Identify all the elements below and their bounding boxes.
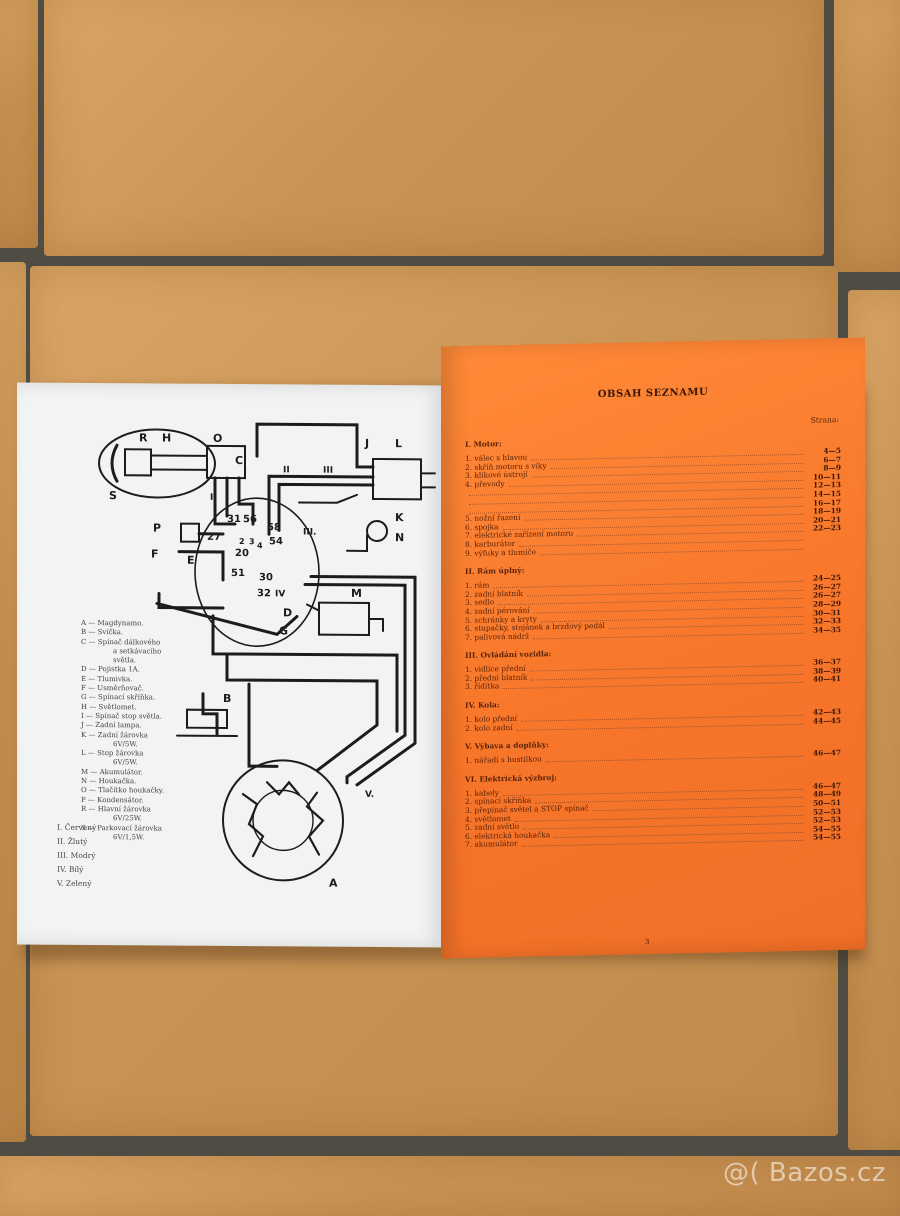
label-F: F	[151, 547, 159, 560]
diagram-legend: A — Magdynamo. B — Svíčka. C — Spínač dá…	[81, 619, 201, 843]
label-E: E	[187, 554, 195, 567]
page-title: OBSAH SEZNAMU	[597, 386, 709, 401]
watermark: @( Bazos.cz	[723, 1158, 886, 1188]
toc-row-pages: 34—35	[813, 624, 841, 635]
terminal-56: 56	[243, 514, 257, 525]
label-C: C	[235, 454, 243, 467]
label-I: I	[210, 493, 213, 503]
label-B: B	[223, 692, 231, 705]
label-J: J	[364, 437, 369, 450]
label-K: K	[395, 511, 404, 524]
label-II: II	[283, 465, 290, 475]
terminal-2: 2	[239, 537, 245, 546]
label-A: A	[329, 877, 338, 890]
legend-item: O — Tlačítko houkačky.	[81, 786, 164, 795]
toc-section-title: VI. Elektrická výzbroj:	[465, 772, 557, 784]
toc-section-title: V. Výbava a doplňky:	[465, 740, 549, 752]
toc-row-label: 9. výfuky a tlumiče	[465, 546, 536, 558]
label-H: H	[162, 432, 171, 445]
terminal-27: 27	[207, 532, 221, 543]
wire-color-item: III. Modrý	[57, 850, 96, 861]
wiring-diagram: R H O C S J L K N P F E M D G B A I III …	[98, 422, 436, 890]
terminal-54: 54	[269, 536, 283, 547]
toc-section-title: III. Ovládání vozidla:	[465, 649, 552, 661]
toc-row-label: 2. kolo zadní	[465, 722, 513, 733]
toc-row-label: 3. řídítka	[465, 681, 500, 692]
legend-item: R — Hlavní žárovka	[81, 804, 151, 814]
toc-row-pages: 54—55	[813, 832, 841, 843]
legend-item: B — Svíčka.	[81, 628, 124, 637]
label-L: L	[395, 437, 402, 450]
toc-row-pages	[807, 542, 841, 551]
terminal-4: 4	[257, 541, 263, 550]
legend-item: C — Spínač dálkového	[81, 637, 161, 647]
label-G: G	[279, 624, 288, 637]
legend-item: L — Stop žárovka	[81, 749, 144, 758]
page-number: 3	[645, 938, 650, 947]
toc-row-pages: 40—41	[813, 674, 841, 685]
terminal-51: 51	[231, 568, 245, 579]
legend-item: D — Pojistka 1A.	[81, 665, 140, 674]
toc-leader-dots	[545, 750, 803, 763]
label-P: P	[153, 521, 161, 534]
toc-row: 1. nářadí s hustilkou 46—47	[465, 748, 841, 766]
wire-color-item: V. Zelený	[57, 878, 92, 889]
toc-section-title: IV. Kola:	[465, 700, 500, 711]
wire-color-list: I. Červený II. Žlutý III. Modrý IV. Bílý…	[57, 821, 157, 892]
terminal-3: 3	[249, 537, 255, 546]
toc-section: V. Výbava a doplňky:1. nářadí s hustilko…	[465, 734, 841, 765]
label-IV: IV	[275, 589, 285, 599]
label-R: R	[139, 431, 148, 444]
wire-color-item: II. Žlutý	[57, 836, 88, 846]
label-III: III	[323, 466, 333, 476]
terminal-31: 31	[227, 514, 241, 525]
wire-color-item: I. Červený	[57, 822, 97, 833]
legend-item: J — Zadní lampa.	[81, 721, 142, 730]
toc-row-pages: 44—45	[813, 715, 841, 726]
wire-color-item: IV. Bílý	[57, 864, 84, 874]
contents-page: OBSAH SEZNAMU Strana: I. Motor:1. válec …	[441, 337, 865, 959]
terminal-58: 58	[267, 522, 281, 533]
wiring-diagram-page: R H O C S J L K N P F E M D G B A I III …	[17, 382, 445, 948]
terminal-32: 32	[257, 588, 271, 599]
label-N: N	[395, 531, 404, 544]
label-O: O	[213, 432, 222, 445]
label-V: V.	[365, 790, 374, 800]
label-S: S	[109, 489, 117, 502]
toc-row-label: 7. palivová nádrž	[465, 631, 530, 642]
toc-row-label: 1. nářadí s hustilkou	[465, 754, 542, 766]
toc-section-title: II. Rám úplný:	[465, 565, 525, 577]
legend-item: K — Zadní žárovka	[81, 730, 148, 739]
label-D: D	[283, 606, 292, 619]
label-M: M	[351, 587, 362, 600]
table-of-contents: OBSAH SEZNAMU Strana: I. Motor:1. válec …	[465, 384, 841, 859]
page-column-label: Strana:	[810, 415, 839, 425]
booklet: R H O C S J L K N P F E M D G B A I III …	[17, 337, 865, 960]
terminal-30: 30	[259, 572, 273, 583]
toc-row-label: 7. akumulátor	[465, 839, 518, 850]
toc-row-pages: 46—47	[813, 748, 841, 758]
legend-item: G — Spínací skříňka.	[81, 693, 156, 702]
terminal-20: 20	[235, 548, 249, 559]
label-III-dot: III.	[303, 528, 316, 538]
toc-section-title: I. Motor:	[465, 439, 502, 449]
